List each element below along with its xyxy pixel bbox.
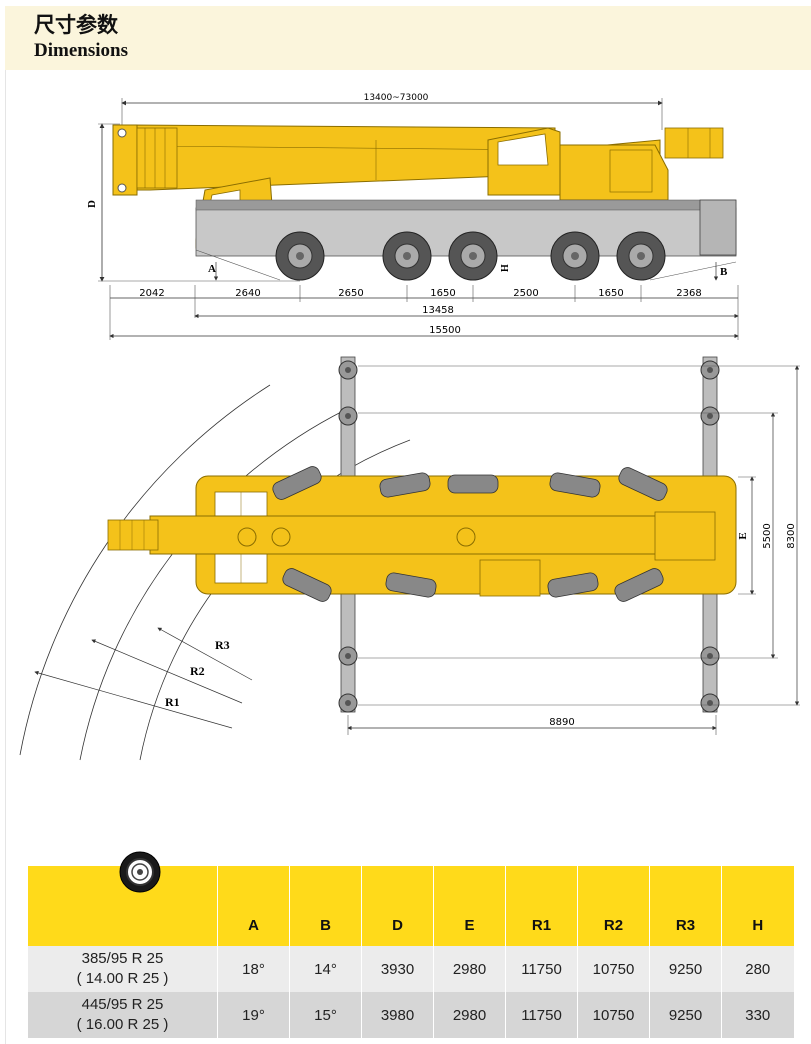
tire-size: 445/95 R 25 (81, 996, 164, 1013)
value-a: 18° (217, 946, 290, 992)
dim-e-label: E (737, 532, 749, 539)
value-d: 3930 (361, 946, 434, 992)
dim-6: 1650 (598, 288, 623, 299)
clearance-h-label: H (500, 264, 511, 272)
boom-length-label: 13400~73000 (364, 93, 429, 103)
col-header-e: E (433, 866, 506, 946)
r1-label: R1 (165, 695, 180, 709)
angle-a-label: A (208, 263, 216, 275)
value-h: 280 (721, 946, 794, 992)
tire-size-cell: 445/95 R 25 ( 16.00 R 25 ) (27, 992, 218, 1038)
dim-4: 1650 (430, 288, 455, 299)
outrigger-length-label: 8890 (549, 717, 574, 728)
boom-head (112, 124, 138, 196)
value-d: 3980 (361, 992, 434, 1038)
dim-3: 2650 (338, 288, 363, 299)
r2-label: R2 (190, 664, 205, 678)
wheelbase-total-label: 13458 (422, 305, 454, 316)
value-r3: 9250 (649, 992, 722, 1038)
col-header-r3: R3 (649, 866, 722, 946)
crane-dimension-drawing: 13400~73000 D (19, 93, 800, 761)
tire-size: 385/95 R 25 (81, 950, 164, 967)
section-title-cn: 尺寸参数 (34, 13, 118, 37)
table-header-row: A B D E R1 R2 R3 H (27, 851, 794, 946)
col-header-r1: R1 (505, 866, 578, 946)
value-r3: 9250 (649, 946, 722, 992)
dim-1: 2042 (139, 288, 164, 299)
top-view: R1 R2 R3 (19, 356, 800, 761)
page-left-rule (5, 70, 6, 1044)
value-b: 14° (289, 946, 362, 992)
value-r2: 10750 (577, 992, 650, 1038)
page-header (5, 6, 811, 70)
side-dimension-chain: 2042 2640 2650 1650 2500 1650 2368 13458… (109, 285, 739, 340)
side-view: 13400~73000 D (86, 93, 739, 340)
header-tire-cell (27, 851, 218, 946)
tire-icon (119, 851, 160, 893)
col-header-a: A (217, 866, 290, 946)
value-b: 15° (289, 992, 362, 1038)
radius-arc-r1 (19, 384, 271, 756)
top-wheels (272, 466, 668, 602)
col-header-h: H (721, 866, 794, 946)
value-e: 2980 (433, 946, 506, 992)
value-e: 2980 (433, 992, 506, 1038)
dim-5: 2500 (513, 288, 538, 299)
dim-7: 2368 (676, 288, 701, 299)
section-title-en: Dimensions (34, 40, 128, 61)
angle-b-label: B (720, 266, 728, 278)
col-header-r2: R2 (577, 866, 650, 946)
value-h: 330 (721, 992, 794, 1038)
tire-size-cell: 385/95 R 25 ( 14.00 R 25 ) (27, 946, 218, 992)
value-r1: 11750 (505, 992, 578, 1038)
value-r1: 11750 (505, 946, 578, 992)
side-wheels (275, 231, 666, 281)
table-row: 385/95 R 25 ( 14.00 R 25 ) 18° 14° 3930 … (27, 946, 794, 992)
value-a: 19° (217, 992, 290, 1038)
col-header-d: D (361, 866, 434, 946)
r3-label: R3 (215, 638, 230, 652)
tire-size-alt: ( 16.00 R 25 ) (76, 1016, 169, 1033)
table-row: 445/95 R 25 ( 16.00 R 25 ) 19° 15° 3980 … (27, 992, 794, 1038)
dim-2: 2640 (235, 288, 260, 299)
col-header-b: B (289, 866, 362, 946)
dim-d-label: D (86, 200, 98, 208)
overall-length-label: 15500 (429, 325, 461, 336)
dimension-table: A B D E R1 R2 R3 H 385/95 R 25 ( 14.00 R… (27, 851, 794, 1038)
outrigger-width-inner-label: 5500 (762, 523, 773, 548)
boom-top (149, 515, 711, 555)
value-r2: 10750 (577, 946, 650, 992)
outrigger-width-outer-label: 8300 (786, 523, 797, 548)
tire-size-alt: ( 14.00 R 25 ) (76, 970, 169, 987)
